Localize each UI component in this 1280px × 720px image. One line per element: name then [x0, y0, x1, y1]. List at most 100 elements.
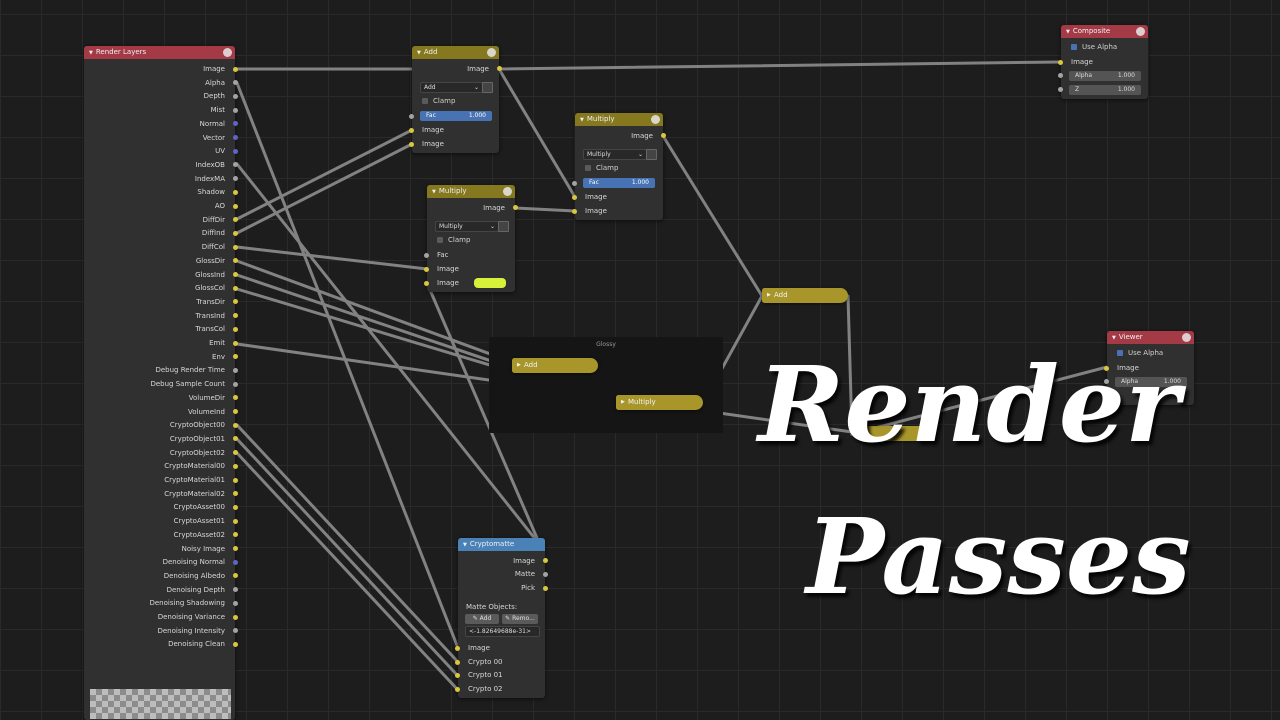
collapse-triangle-icon[interactable]: ▼ [417, 50, 421, 56]
render-output-socket[interactable] [233, 409, 238, 414]
input-socket[interactable] [455, 673, 460, 678]
expand-triangle-icon[interactable]: ▶ [621, 399, 625, 405]
output-socket[interactable] [543, 586, 548, 591]
add-matte-button[interactable]: ✎ Add [465, 614, 499, 624]
blend-mode-dropdown[interactable]: Multiply⌄ [435, 221, 499, 232]
render-output-socket[interactable] [233, 217, 238, 223]
blend-mode-dropdown[interactable]: Add⌄ [420, 82, 483, 93]
render-output-socket[interactable] [233, 203, 238, 209]
render-output-socket[interactable] [233, 600, 238, 606]
expand-triangle-icon[interactable]: ▶ [517, 362, 521, 368]
fac-input-socket[interactable] [409, 114, 414, 119]
render-output-socket[interactable] [233, 340, 238, 346]
render-output-socket[interactable] [233, 299, 238, 305]
render-output-socket[interactable] [233, 244, 238, 250]
render-layers-header[interactable]: ▼Render Layers [84, 46, 235, 59]
render-output-socket[interactable] [233, 477, 238, 483]
render-output-socket[interactable] [233, 285, 238, 291]
composite-header[interactable]: ▼Composite [1061, 25, 1148, 38]
render-output-socket[interactable] [233, 313, 238, 319]
collapse-triangle-icon[interactable]: ▼ [463, 542, 467, 548]
render-output-socket[interactable] [233, 367, 238, 373]
render-output-socket[interactable] [233, 148, 238, 154]
render-output-socket[interactable] [233, 422, 238, 428]
render-output-socket[interactable] [233, 463, 238, 469]
output-socket[interactable] [661, 133, 666, 138]
render-output-socket[interactable] [233, 176, 238, 182]
render-output-socket[interactable] [233, 189, 238, 195]
render-output-socket[interactable] [233, 587, 238, 593]
add-node-collapsed-glossy[interactable]: ▶Add [512, 358, 598, 373]
clamp-checkbox[interactable] [437, 237, 443, 243]
use-alpha-toggle[interactable] [646, 149, 657, 160]
render-output-socket[interactable] [233, 395, 238, 401]
input-socket[interactable] [455, 660, 460, 665]
render-output-socket[interactable] [233, 135, 238, 140]
blend-mode-dropdown[interactable]: Multiply⌄ [583, 149, 647, 160]
render-output-socket[interactable] [233, 614, 238, 620]
render-output-socket[interactable] [233, 436, 238, 442]
collapse-triangle-icon[interactable]: ▼ [89, 50, 93, 56]
use-alpha-toggle[interactable] [482, 82, 493, 93]
input-socket[interactable] [409, 128, 414, 133]
collapse-triangle-icon[interactable]: ▼ [432, 189, 436, 195]
render-output-socket[interactable] [233, 121, 238, 127]
color-swatch[interactable] [474, 278, 506, 288]
fac-input-socket[interactable] [424, 253, 429, 258]
input-socket[interactable] [1058, 60, 1063, 65]
remove-matte-button[interactable]: ✎ Remo... [502, 614, 538, 624]
output-socket[interactable] [513, 205, 518, 210]
render-output-socket[interactable] [233, 381, 238, 387]
render-output-socket[interactable] [233, 354, 238, 360]
render-output-socket[interactable] [233, 80, 238, 86]
input-socket[interactable] [455, 687, 460, 692]
alpha-input-socket[interactable] [1104, 379, 1109, 384]
render-output-socket[interactable] [233, 504, 238, 510]
clamp-checkbox[interactable] [422, 98, 428, 104]
multiply-node-collapsed-glossy[interactable]: ▶Multiply [616, 395, 703, 410]
collapse-triangle-icon[interactable]: ▼ [1066, 29, 1070, 35]
input-socket[interactable] [455, 646, 460, 651]
collapse-triangle-icon[interactable]: ▼ [1112, 335, 1116, 341]
render-output-socket[interactable] [233, 326, 238, 332]
render-output-socket[interactable] [233, 162, 238, 168]
cryptomatte-header[interactable]: ▼Cryptomatte [458, 538, 545, 551]
render-output-socket[interactable] [233, 532, 238, 538]
fac-input-socket[interactable] [572, 181, 577, 186]
input-socket[interactable] [409, 142, 414, 147]
use-alpha-checkbox[interactable] [1071, 44, 1077, 50]
render-output-socket[interactable] [233, 559, 238, 565]
render-output-socket[interactable] [233, 107, 238, 113]
render-output-socket[interactable] [233, 93, 238, 99]
render-output-socket[interactable] [233, 546, 238, 551]
input-socket[interactable] [424, 267, 429, 272]
render-output-socket[interactable] [233, 272, 238, 277]
collapse-triangle-icon[interactable]: ▼ [580, 117, 584, 123]
input-socket[interactable] [572, 209, 577, 214]
input-socket[interactable] [424, 281, 429, 286]
output-socket[interactable] [543, 572, 548, 577]
render-output-socket[interactable] [233, 230, 238, 236]
glossy-frame[interactable]: Glossy [489, 337, 723, 433]
output-socket[interactable] [543, 558, 548, 563]
z-input-socket[interactable] [1058, 87, 1063, 92]
render-output-socket[interactable] [233, 573, 238, 579]
render-output-socket[interactable] [233, 258, 238, 264]
render-output-socket[interactable] [233, 641, 238, 647]
clamp-checkbox[interactable] [585, 165, 591, 171]
use-alpha-toggle[interactable] [498, 221, 509, 232]
matte-id-field[interactable]: <-1.82649688e-31> [465, 626, 540, 637]
input-socket[interactable] [1104, 366, 1109, 371]
add-node-collapsed-right[interactable]: ▶Add [762, 288, 848, 303]
alpha-input-socket[interactable] [1058, 73, 1063, 78]
output-socket[interactable] [497, 66, 502, 71]
render-output-socket[interactable] [233, 491, 238, 497]
multiply-node-header[interactable]: ▼Multiply [575, 113, 663, 126]
